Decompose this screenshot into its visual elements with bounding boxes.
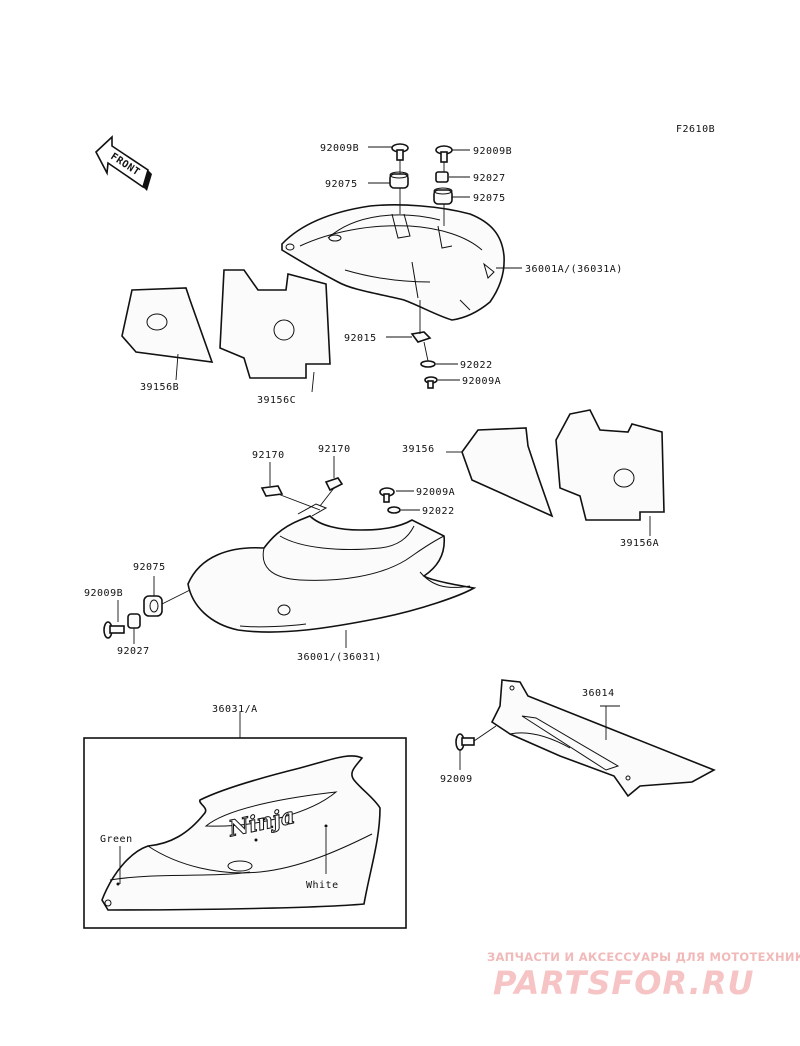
label-36001A: 36001A/(36031A) [525, 264, 623, 275]
label-92170-a: 92170 [252, 450, 285, 461]
bolt-92009B-top-left [391, 143, 409, 161]
bolt-92009A-upper [424, 376, 438, 389]
label-92015: 92015 [344, 333, 377, 344]
label-36031A: 36031/A [212, 704, 258, 715]
cover-36014-part [490, 679, 716, 798]
label-92075-a: 92075 [325, 179, 358, 190]
pad-39156-part [461, 427, 554, 518]
collar-92027-left [127, 613, 141, 629]
label-39156B: 39156B [140, 382, 179, 393]
label-92022-b: 92022 [422, 506, 455, 517]
grommet-92075-top-left [389, 171, 409, 189]
grommet-92075-left [143, 595, 163, 617]
nut-92015 [410, 331, 432, 343]
label-39156C: 39156C [257, 395, 296, 406]
pad-39156A-part [555, 409, 665, 521]
label-92022-a: 92022 [460, 360, 493, 371]
label-92009B-b: 92009B [473, 146, 512, 157]
pad-39156B-part [121, 287, 214, 363]
label-92009B-a: 92009B [320, 143, 359, 154]
bolt-92009A-middle [379, 487, 395, 503]
bolt-92009-right [455, 733, 475, 751]
inset-decal-detail: 36031/A Ninja Green White [83, 704, 407, 929]
label-92027-a: 92027 [473, 173, 506, 184]
label-36014: 36014 [582, 688, 615, 699]
bolt-92009B-left [103, 621, 125, 639]
figure-code: F2610B [676, 124, 715, 135]
front-arrow-icon: FRONT [95, 135, 152, 191]
washer-92022-upper [420, 360, 436, 368]
label-green: Green [100, 834, 133, 845]
collar-92027-top [435, 171, 449, 183]
grommet-92075-top-right [433, 187, 453, 205]
label-92075-c: 92075 [133, 562, 166, 573]
label-white: White [306, 880, 339, 891]
washer-92022-middle [387, 506, 401, 514]
clip-92170-right [324, 477, 344, 492]
bolt-92009B-top-right [435, 145, 453, 163]
label-92075-b: 92075 [473, 193, 506, 204]
label-92027-b: 92027 [117, 646, 150, 657]
label-92009A-a: 92009A [462, 376, 501, 387]
watermark-tagline: ЗАПЧАСТИ И АКСЕССУАРЫ ДЛЯ МОТОТЕХНИКИ [487, 950, 800, 964]
pad-39156C-part [219, 269, 331, 379]
clip-92170-left [260, 485, 284, 497]
watermark-logo: PARTSFOR.RU [493, 964, 755, 1002]
label-92009A-b: 92009A [416, 487, 455, 498]
label-92009: 92009 [440, 774, 473, 785]
label-39156A: 39156A [620, 538, 659, 549]
label-92009B-c: 92009B [84, 588, 123, 599]
label-36001: 36001/(36031) [297, 652, 382, 663]
label-39156: 39156 [402, 444, 435, 455]
upper-tail-cowl-part [281, 204, 505, 321]
tail-cowl-36001-part [187, 503, 477, 633]
label-92170-b: 92170 [318, 444, 351, 455]
